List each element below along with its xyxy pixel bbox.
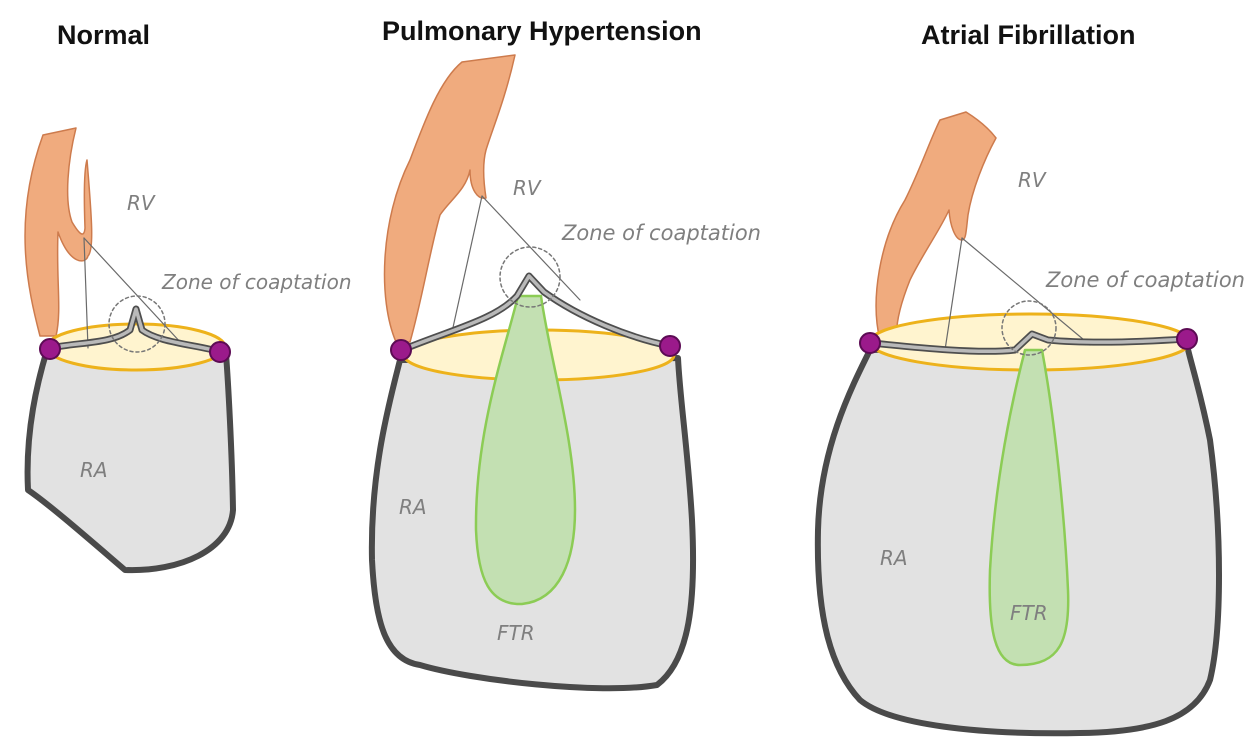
hinge-point-left-atrial-fibrillation (860, 333, 880, 353)
label-ra-atrial-fibrillation: RA (880, 546, 908, 570)
panel-title-pulmonary-hypertension: Pulmonary Hypertension (382, 16, 702, 46)
hinge-point-left-normal (40, 339, 60, 359)
papillary-muscle-atrial-fibrillation (876, 112, 996, 340)
papillary-muscle-pulmonary-hypertension (384, 55, 515, 342)
hinge-point-right-normal (210, 342, 230, 362)
label-ra-pulmonary-hypertension: RA (399, 495, 427, 519)
label-rv-atrial-fibrillation: RV (1018, 168, 1047, 192)
atrium-normal (28, 350, 233, 570)
panel-pulmonary-hypertension: Pulmonary Hypertension RV Zone of coapta… (372, 16, 761, 688)
label-zone-pulmonary-hypertension: Zone of coaptation (561, 221, 761, 245)
label-ftr-atrial-fibrillation: FTR (1010, 601, 1048, 625)
panel-title-normal: Normal (57, 20, 150, 50)
panel-normal: Normal RV Zone of coaptation RA (25, 20, 351, 570)
label-ftr-pulmonary-hypertension: FTR (497, 621, 535, 645)
panel-title-atrial-fibrillation: Atrial Fibrillation (921, 20, 1136, 50)
papillary-muscle-normal (25, 128, 92, 336)
label-ra-normal: RA (80, 458, 108, 482)
hinge-point-right-atrial-fibrillation (1177, 329, 1197, 349)
label-zone-normal: Zone of coaptation (161, 270, 352, 294)
hinge-point-right-pulmonary-hypertension (660, 336, 680, 356)
label-rv-pulmonary-hypertension: RV (513, 176, 542, 200)
panel-atrial-fibrillation: Atrial Fibrillation RV Zone of coaptatio… (818, 20, 1245, 733)
label-zone-atrial-fibrillation: Zone of coaptation (1045, 268, 1245, 292)
hinge-point-left-pulmonary-hypertension (391, 340, 411, 360)
label-rv-normal: RV (127, 191, 156, 215)
